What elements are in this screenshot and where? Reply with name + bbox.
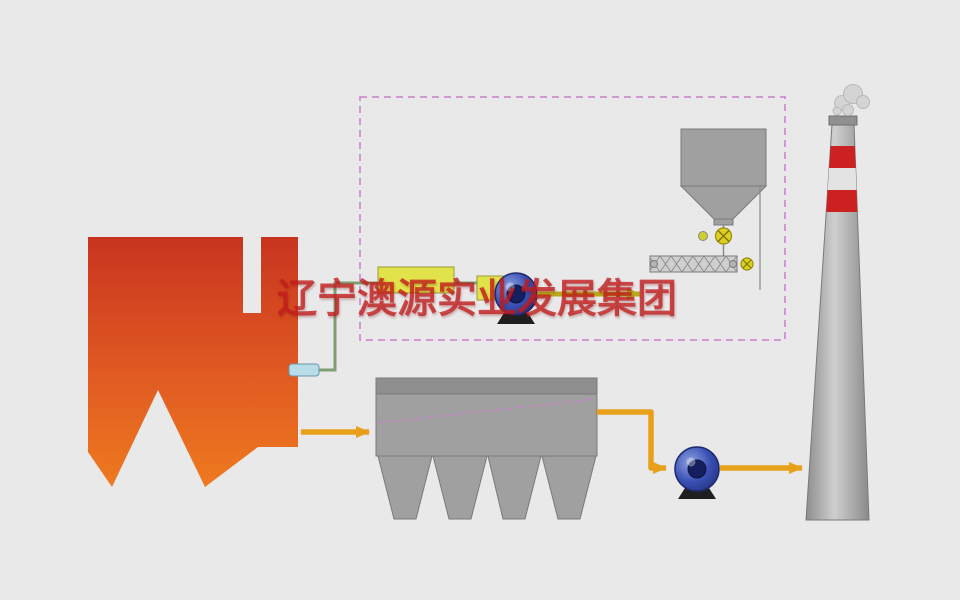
chimney-red-band bbox=[806, 146, 869, 168]
chimney-rim bbox=[828, 115, 858, 126]
fan-highlight bbox=[505, 282, 515, 292]
chimney-light-band bbox=[806, 168, 869, 190]
screw-conveyor-icon bbox=[649, 255, 738, 273]
dashed-boundary-box bbox=[359, 96, 786, 341]
esp-hopper bbox=[487, 455, 542, 520]
boiler-group bbox=[88, 237, 298, 487]
silo-body bbox=[680, 128, 767, 187]
fan-hub bbox=[506, 284, 526, 304]
flow-arrow-esp-to-fan bbox=[597, 409, 667, 474]
boiler-body bbox=[88, 237, 298, 487]
esp-hopper bbox=[541, 455, 597, 520]
smoke-icon bbox=[832, 84, 870, 116]
silo-neck bbox=[713, 218, 734, 226]
outlet-valve-icon bbox=[740, 257, 754, 271]
fan-hub bbox=[687, 459, 707, 479]
silo-group bbox=[649, 128, 768, 290]
chimney-red-band bbox=[806, 190, 869, 212]
fan-stand bbox=[678, 488, 716, 499]
pipe-fitting-icon bbox=[288, 363, 320, 377]
booster-fan-group bbox=[476, 272, 538, 324]
small-valve-icon bbox=[698, 231, 708, 241]
silo-funnel bbox=[679, 185, 768, 220]
esp-top-band bbox=[375, 377, 598, 395]
esp-hopper bbox=[377, 455, 433, 520]
rotary-valve-icon bbox=[714, 227, 733, 245]
esp-diagonal-dashed-line bbox=[376, 398, 597, 424]
precipitator-group bbox=[375, 377, 598, 520]
fan-highlight bbox=[686, 457, 696, 467]
esp-hopper bbox=[432, 455, 488, 520]
id-fan-group bbox=[674, 446, 720, 499]
recirculation-pipe-group bbox=[288, 281, 480, 377]
chimney-group bbox=[805, 84, 870, 521]
fan-stand bbox=[497, 313, 535, 324]
flue-gas-pipe bbox=[298, 281, 378, 372]
heat-exchanger-box bbox=[377, 266, 455, 294]
